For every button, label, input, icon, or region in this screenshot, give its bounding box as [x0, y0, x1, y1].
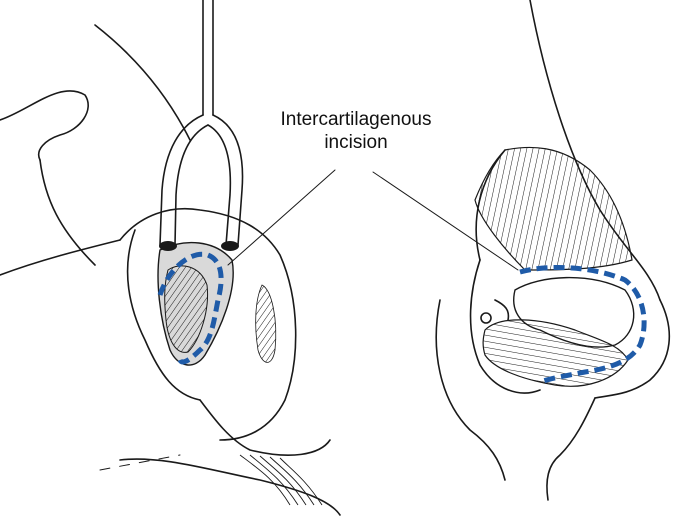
right-nostril-hatch: [256, 285, 276, 362]
lip-hatching: [240, 455, 322, 505]
face-contour: [95, 25, 190, 140]
right-nose-view: [436, 0, 669, 500]
lip-dash: [100, 455, 180, 470]
retractor-handle: [203, 0, 213, 115]
left-nose-view: [0, 0, 340, 515]
left-alar-outline: [0, 240, 120, 275]
upper-lateral-cartilage: [475, 147, 632, 270]
alar-crease: [495, 300, 508, 320]
label-incision: incision: [324, 132, 387, 153]
retractor-fork-inner: [175, 125, 230, 245]
label-intercartilagenous: Intercartilagenous: [280, 109, 431, 130]
nasal-retractor: [159, 0, 243, 251]
lip-contour: [120, 459, 340, 515]
retractor-tip-left: [159, 241, 177, 251]
upper-lip-outline: [200, 400, 330, 455]
columella-lateral: [547, 398, 595, 500]
alar-detail: [481, 313, 491, 323]
retractor-tip-right: [221, 241, 239, 251]
pointer-line-left: [228, 170, 335, 265]
eye-fold: [0, 91, 88, 160]
